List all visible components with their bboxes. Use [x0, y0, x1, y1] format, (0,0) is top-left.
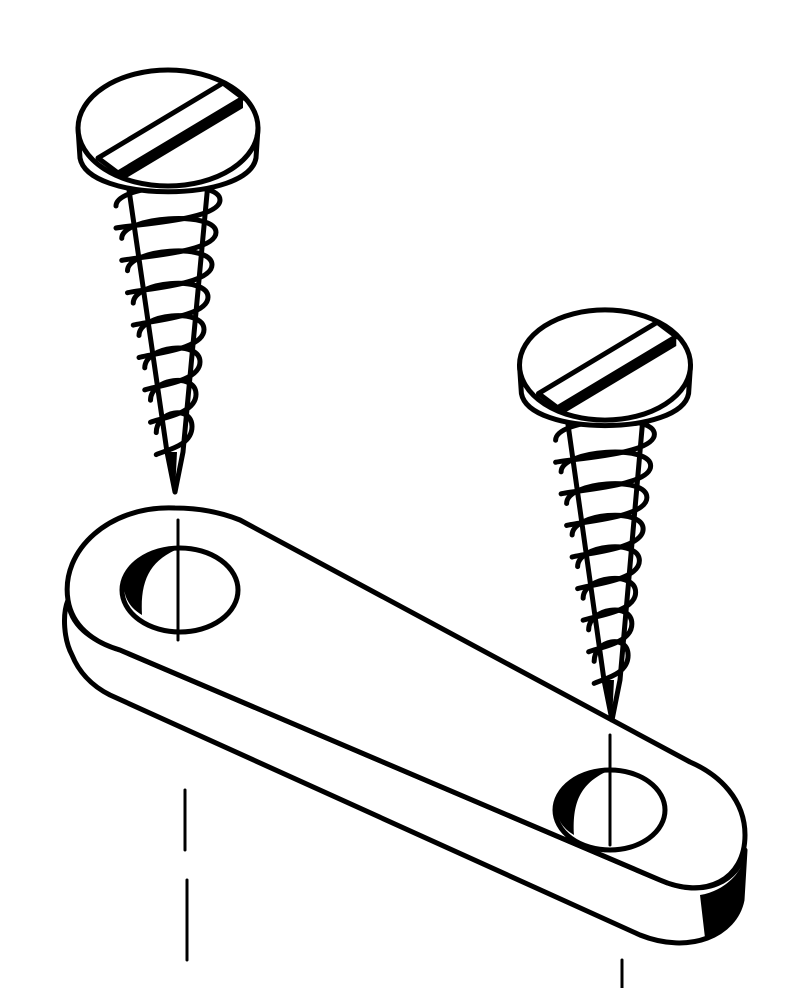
screw-thread: [569, 512, 646, 560]
plate: [62, 505, 748, 946]
screw-thread: [558, 449, 654, 497]
screw-thread: [575, 544, 642, 592]
screw-right: [517, 307, 693, 723]
screw-thread: [564, 481, 650, 528]
screw-tip-shading: [606, 680, 614, 720]
screw-slot-shading: [118, 98, 243, 180]
left-hole: [119, 545, 241, 635]
screw-tip-shading: [169, 452, 177, 492]
screw-slot-shading: [557, 336, 677, 415]
screw-thread: [153, 410, 195, 458]
screw-left: [75, 67, 261, 495]
alignment-lines: [176, 518, 624, 988]
screw-thread: [591, 639, 631, 686]
plate-edge-shading: [700, 860, 744, 938]
